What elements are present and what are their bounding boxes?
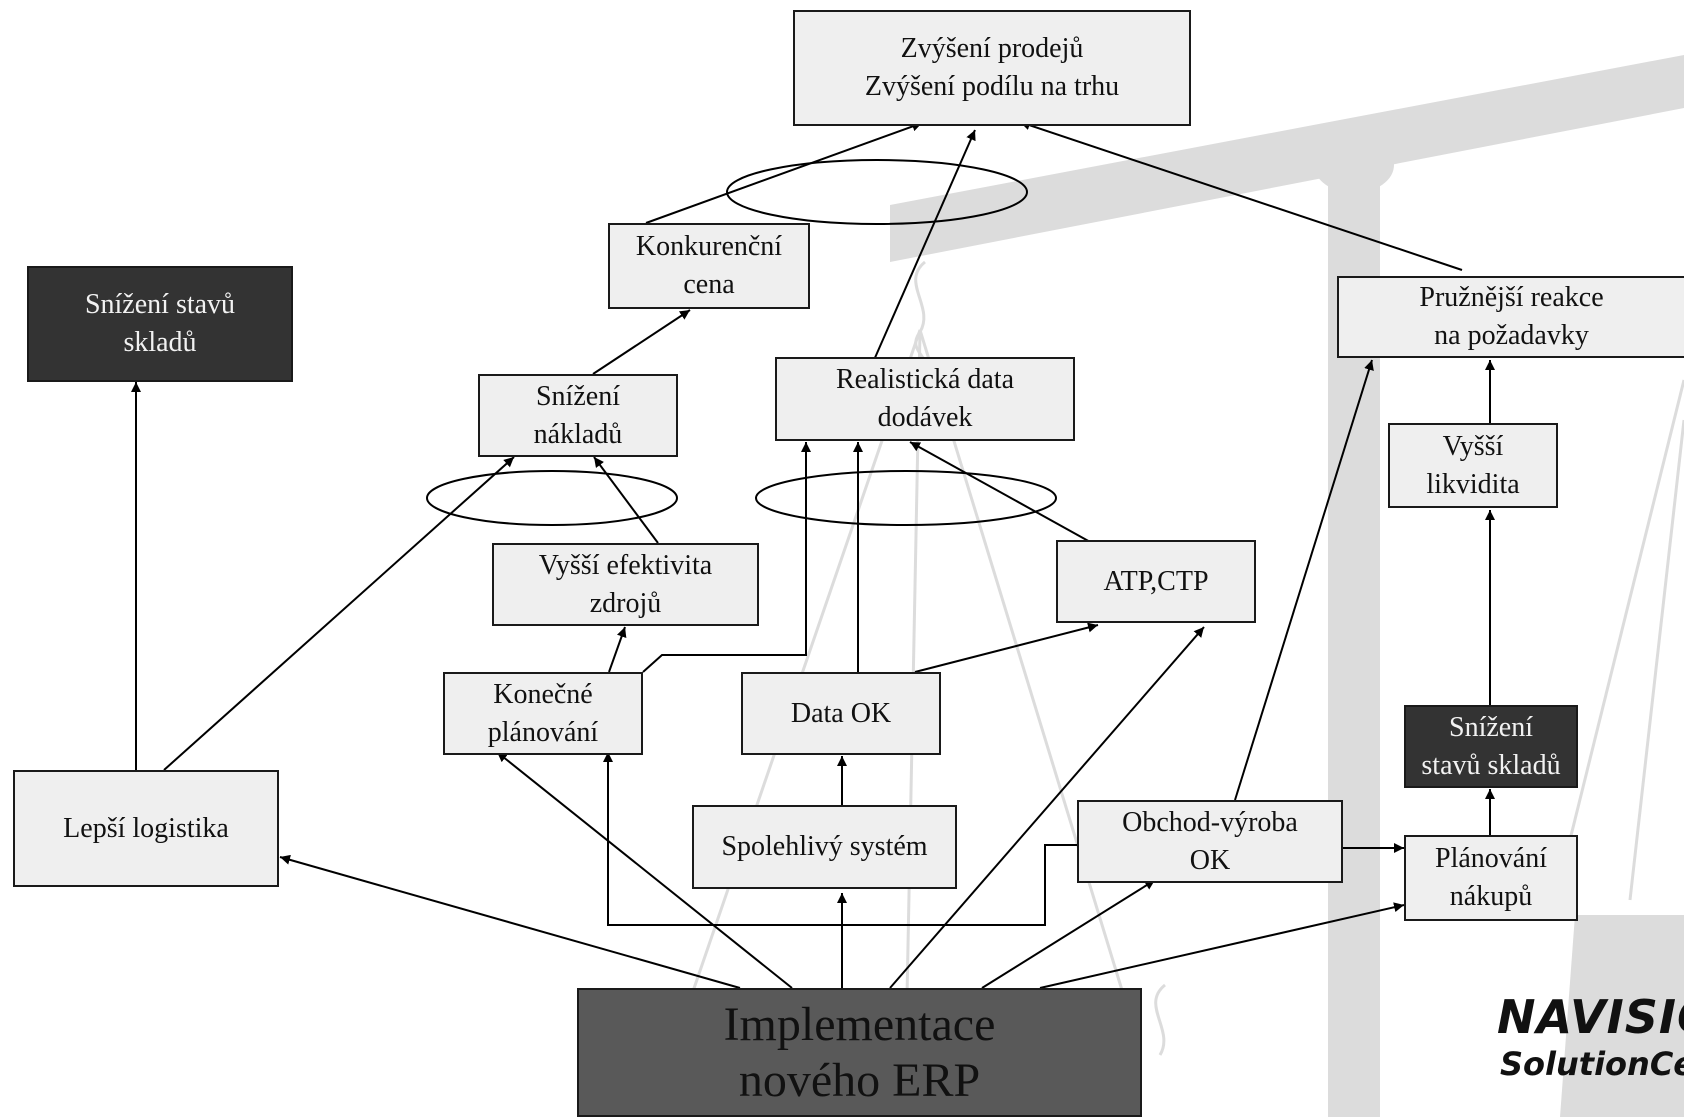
arrow-impl-to-logistika: [279, 854, 741, 989]
arrow-obchod-to-pruznejsi: [1234, 359, 1374, 801]
arrow-realisticka-to-prodeje: [873, 129, 976, 361]
arrow-konecne-to-realisticka: [642, 442, 811, 673]
group-ellipse-mid: [755, 470, 1057, 526]
node-pruznejsi-reakce: Pružnější reakce na požadavky: [1337, 276, 1684, 358]
scale-beam: [890, 55, 1684, 262]
node-snizeni-stavu-skladu-right: Snížení stavů skladů: [1404, 705, 1578, 788]
arrow-dataok-to-atp: [914, 622, 1099, 673]
node-data-ok: Data OK: [741, 672, 941, 755]
node-implementace: Implementace nového ERP: [577, 988, 1142, 1117]
arrow-pruznejsi-to-prodeje: [1019, 120, 1463, 271]
node-lepsi-logistika: Lepší logistika: [13, 770, 279, 887]
node-spolehlivy-system: Spolehlivý systém: [692, 805, 957, 889]
logo-navision: NAVISIO: [1497, 990, 1684, 1044]
logo-solution-center: SolutionCer: [1500, 1045, 1684, 1083]
arrow-snizeni-to-konkurencni: [592, 309, 691, 375]
arrow-logistika-to-snizeni: [163, 456, 515, 771]
node-obchod-vyroba: Obchod-výroba OK: [1077, 800, 1343, 883]
node-vyssi-efektivita: Vyšší efektivita zdrojů: [492, 543, 759, 626]
node-snizeni-stavu-skladu-left: Snížení stavů skladů: [27, 266, 293, 382]
arrow-efektivita-to-snizeni: [593, 456, 659, 544]
node-snizeni-nakladu: Snížení nákladů: [478, 374, 678, 457]
node-zvyseni-prodeju: Zvýšení prodejů Zvýšení podílu na trhu: [793, 10, 1191, 126]
arrow-impl-to-obchod: [981, 879, 1156, 989]
arrow-atp-to-realisticka: [909, 441, 1093, 544]
node-realisticka-data: Realistická data dodávek: [775, 357, 1075, 441]
scale-hook-right: [1154, 983, 1167, 1056]
arrow-konecne-to-efektivita: [608, 626, 627, 673]
node-konecne-planovani: Konečné plánování: [443, 672, 643, 755]
arrow-impl-to-nakupu: [1039, 902, 1405, 989]
group-ellipse-top: [726, 159, 1028, 225]
node-atp-ctp: ATP,CTP: [1056, 540, 1256, 623]
node-planovani-nakupu: Plánování nákupů: [1404, 835, 1578, 921]
arrow-impl-to-atp: [889, 626, 1205, 989]
node-konkurencni-cena: Konkurenční cena: [608, 223, 810, 309]
scale-base: [1560, 915, 1684, 1117]
arrow-konkurencni-to-prodeje: [645, 121, 923, 224]
arrow-obchod-to-konecne: [603, 752, 1077, 926]
group-ellipse-left: [426, 470, 678, 526]
arrow-impl-to-konecne: [496, 751, 793, 989]
scale-pillar-top: [1314, 137, 1394, 193]
node-vyssi-likvidita: Vyšší likvidita: [1388, 423, 1558, 508]
